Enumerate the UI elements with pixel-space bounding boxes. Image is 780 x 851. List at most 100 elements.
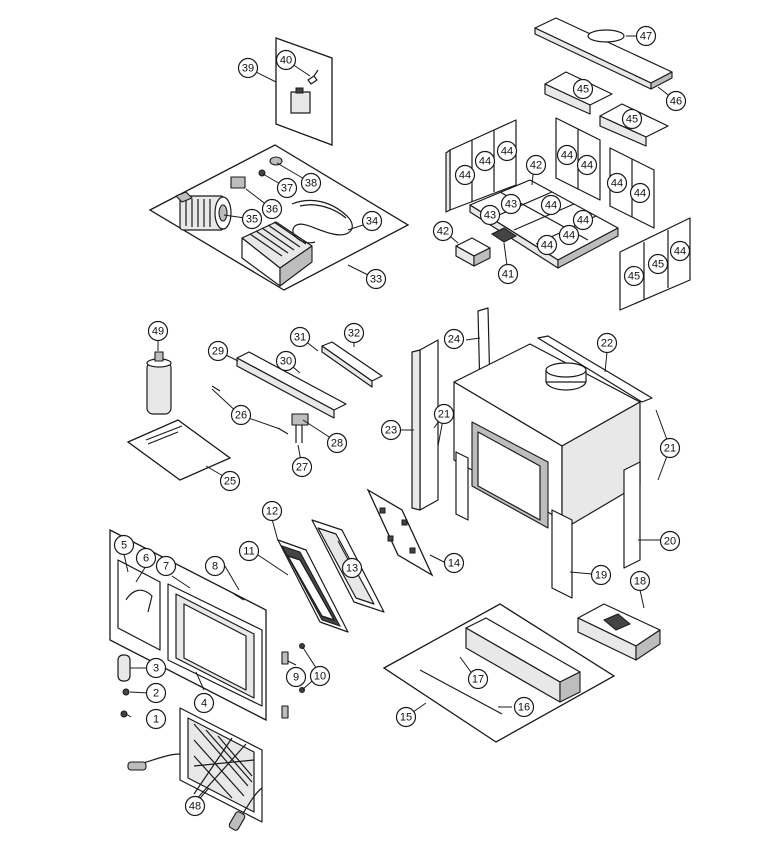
callout-circle [572, 209, 594, 231]
callout-circle [241, 208, 263, 230]
callout-number: 31 [294, 332, 306, 344]
callout-45: 45 [623, 265, 645, 287]
callout-8: 8 [204, 555, 226, 577]
callout-circle [237, 57, 259, 79]
callout-circle [326, 432, 348, 454]
callout-number: 42 [437, 226, 449, 238]
callout-16: 16 [513, 696, 535, 718]
callout-number: 45 [652, 259, 664, 271]
callout-circle [623, 265, 645, 287]
callout-1: 1 [145, 708, 167, 730]
callout-26: 26 [230, 404, 252, 426]
callout-circle [207, 340, 229, 362]
callout-number: 39 [242, 63, 254, 75]
callout-number: 5 [121, 540, 127, 552]
callout-28: 28 [326, 432, 348, 454]
callout-circle [380, 419, 402, 441]
callout-number: 29 [212, 346, 224, 358]
callout-6: 6 [135, 547, 157, 569]
callout-19: 19 [590, 564, 612, 586]
callout-circle [659, 530, 681, 552]
callout-number: 23 [385, 425, 397, 437]
callout-number: 37 [281, 183, 293, 195]
callout-circle [309, 665, 331, 687]
callout-circle [341, 557, 363, 579]
callout-32: 32 [343, 322, 365, 344]
callout-24: 24 [443, 328, 465, 350]
callout-7: 7 [155, 555, 177, 577]
callout-number: 10 [314, 671, 326, 683]
callout-circle [443, 328, 465, 350]
callout-circle [500, 193, 522, 215]
callout-number: 6 [143, 553, 149, 565]
callout-number: 30 [280, 356, 292, 368]
callout-circle [291, 456, 313, 478]
callout-circle [145, 657, 167, 679]
callout-number: 20 [664, 536, 676, 548]
callout-number: 35 [246, 214, 258, 226]
callout-number: 44 [561, 150, 573, 162]
callout-number: 8 [212, 561, 218, 573]
callout-number: 28 [331, 438, 343, 450]
callout-number: 44 [563, 230, 575, 242]
callout-40: 40 [275, 49, 297, 71]
callout-11: 11 [238, 540, 260, 562]
callout-circle [204, 555, 226, 577]
callout-number: 44 [674, 246, 686, 258]
callout-circle [135, 547, 157, 569]
callout-number: 13 [346, 563, 358, 575]
callout-number: 18 [634, 576, 646, 588]
callout-circle [261, 500, 283, 522]
callout-circle [606, 172, 628, 194]
callout-23: 23 [380, 419, 402, 441]
callout-12: 12 [261, 500, 283, 522]
callout-circle [238, 540, 260, 562]
callout-13: 13 [341, 557, 363, 579]
callout-number: 44 [479, 156, 491, 168]
callout-number: 12 [266, 506, 278, 518]
callout-39: 39 [237, 57, 259, 79]
callout-circle [629, 570, 651, 592]
callout-number: 40 [280, 55, 292, 67]
callout-10: 10 [309, 665, 331, 687]
callout-46: 46 [665, 90, 687, 112]
callout-15: 15 [395, 706, 417, 728]
callout-number: 4 [201, 698, 207, 710]
callout-circle [343, 322, 365, 344]
callout-number: 48 [189, 801, 201, 813]
callout-circle [219, 470, 241, 492]
callout-circle [361, 210, 383, 232]
callout-circle [300, 172, 322, 194]
callout-44: 44 [572, 209, 594, 231]
callout-44: 44 [474, 150, 496, 172]
callout-circle [497, 263, 519, 285]
callout-circle [596, 332, 618, 354]
callout-25: 25 [219, 470, 241, 492]
part-28-clip [291, 413, 309, 426]
callout-27: 27 [291, 456, 313, 478]
callout-number: 44 [541, 240, 553, 252]
part-11-door-frame [277, 539, 349, 633]
callout-number: 41 [502, 269, 514, 281]
callout-number: 44 [501, 146, 513, 158]
callout-number: 44 [577, 215, 589, 227]
callout-circle [147, 320, 169, 342]
callout-45: 45 [572, 78, 594, 100]
part-3-handle [117, 654, 131, 682]
callout-29: 29 [207, 340, 229, 362]
callout-45: 45 [647, 253, 669, 275]
callout-circle [525, 154, 547, 176]
callout-number: 36 [266, 204, 278, 216]
part-15-base-sheet [382, 603, 616, 743]
part-2-screw [122, 688, 130, 696]
callout-44: 44 [669, 240, 691, 262]
callout-number: 22 [601, 338, 613, 350]
callout-37: 37 [276, 177, 298, 199]
callout-circle [590, 564, 612, 586]
callout-number: 34 [366, 216, 378, 228]
callout-21: 21 [659, 437, 681, 459]
callout-44: 44 [629, 182, 651, 204]
callout-45: 45 [621, 108, 643, 130]
